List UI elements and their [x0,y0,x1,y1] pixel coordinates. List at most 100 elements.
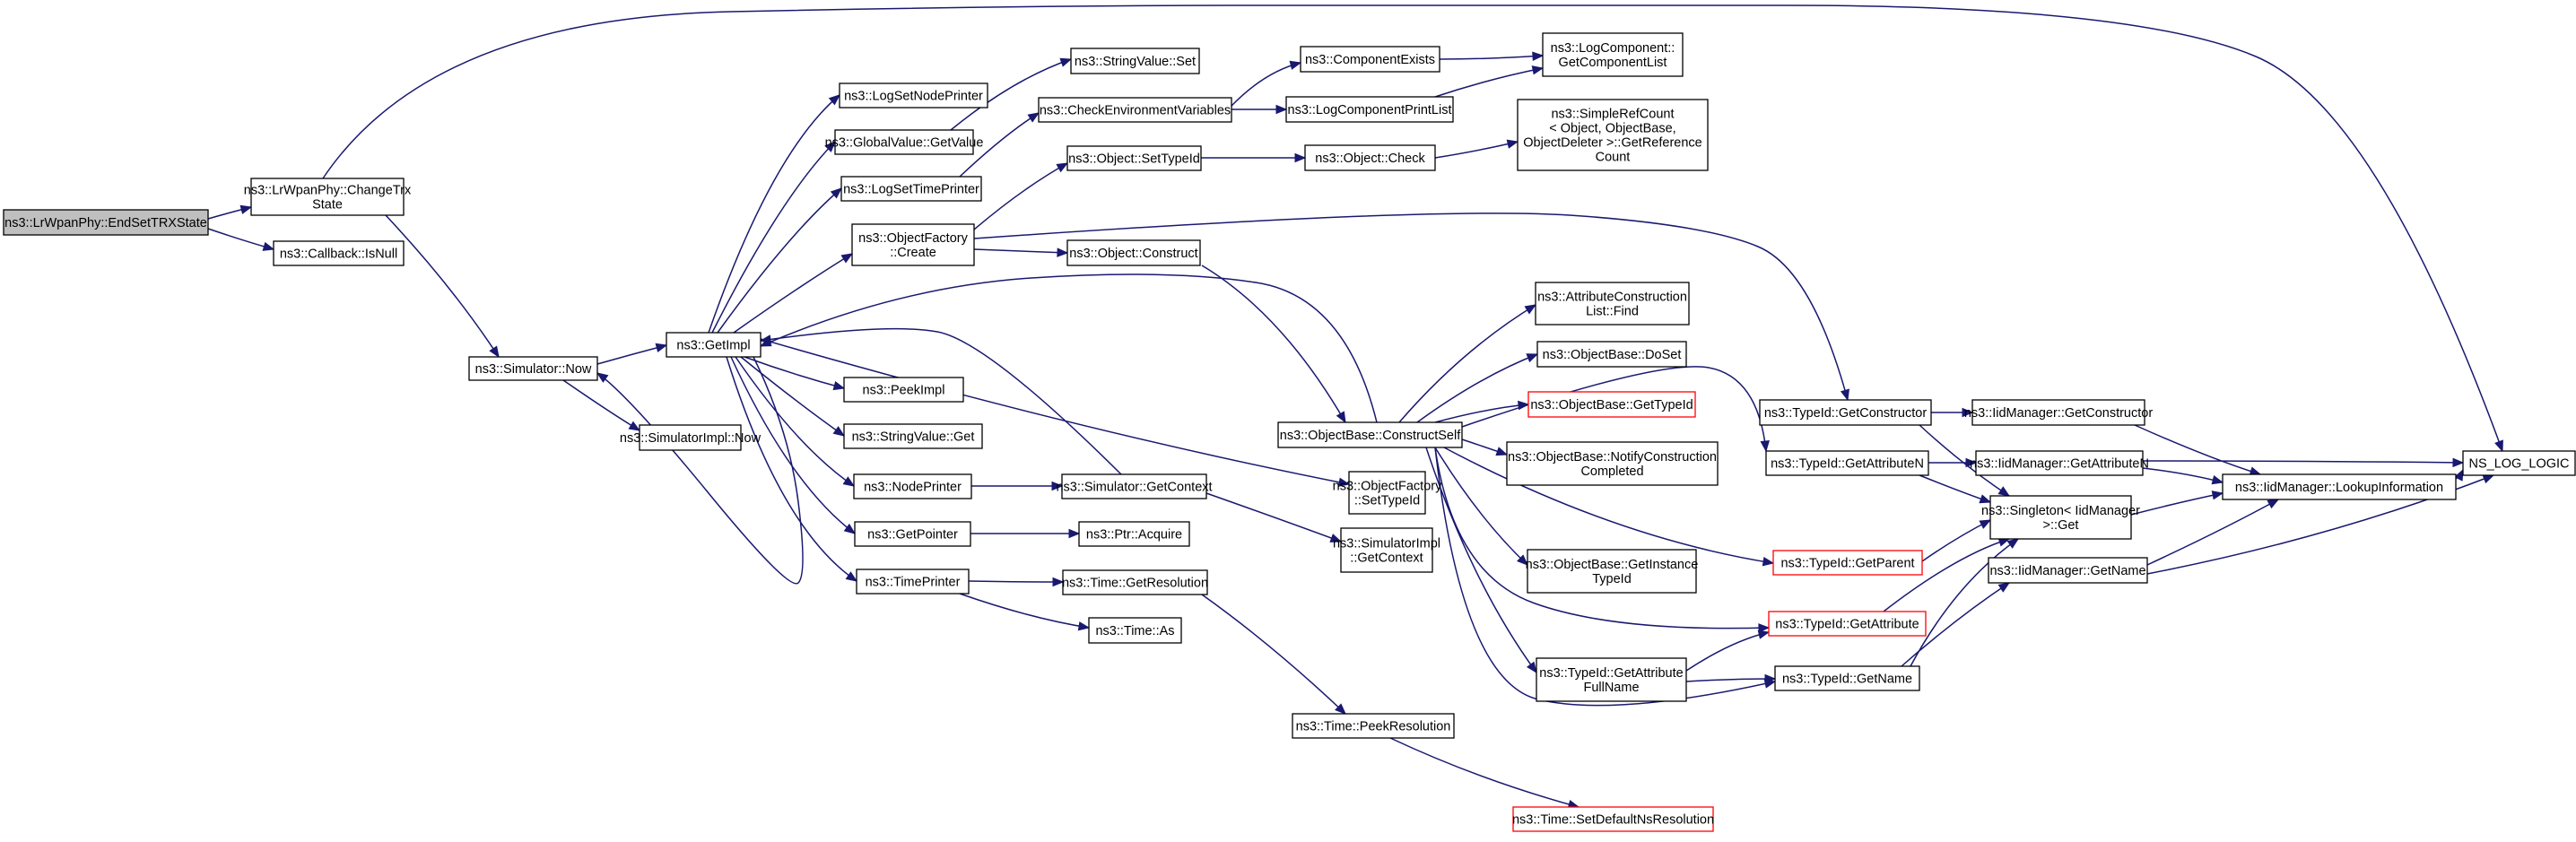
node-label: ns3::IidManager::GetName [1989,564,2145,578]
node-checkenv[interactable]: ns3::CheckEnvironmentVariables [1038,97,1232,123]
node-tidgetctor[interactable]: ns3::TypeId::GetConstructor [1759,399,1932,426]
node-svset[interactable]: ns3::StringValue::Set [1070,48,1200,74]
node-nodeprinter[interactable]: ns3::NodePrinter [853,473,972,499]
node-ofsettid[interactable]: ns3::ObjectFactory::SetTypeId [1333,471,1442,515]
node-label: NS_LOG_LOGIC [2468,457,2569,472]
edge-arrowhead [2482,474,2495,484]
node-tidgetattr[interactable]: ns3::TypeId::GetAttribute [1768,611,1927,637]
node-iidlookup[interactable]: ns3::IidManager::LookupInformation [2222,473,2457,500]
edge-iidgetattrn-to-nslog [2142,457,2465,468]
edge-arrowhead [1762,556,1775,567]
edge-arrowhead [832,426,846,437]
edge-tidgetname-to-iidgetname [1901,582,2011,667]
edge-tidgetattrfull-to-tidgetname [1685,673,1777,684]
edge-arrowhead [1289,60,1302,70]
edge-arrowhead [828,94,841,106]
node-obnotify[interactable]: ns3::ObjectBase::NotifyConstructionCompl… [1506,441,1719,486]
node-box [1988,557,2148,584]
node-iidgetattrn[interactable]: ns3::IidManager::GetAttributeN [1970,450,2149,476]
edge-getimpl-to-peekimpl [744,356,846,391]
node-label: ns3::IidManager::GetAttributeN [1970,457,2149,472]
node-tidgetparent[interactable]: ns3::TypeId::GetParent [1772,550,1923,576]
node-simplerefcount[interactable]: ns3::SimpleRefCount< Object, ObjectBase,… [1517,99,1709,171]
node-box [1061,473,1207,499]
node-simnow[interactable]: ns3::Simulator::Now [468,356,598,381]
node-svget[interactable]: ns3::StringValue::Get [843,423,983,449]
node-timesetdef[interactable]: ns3::Time::SetDefaultNsResolution [1512,806,1714,832]
node-box [1768,611,1927,637]
edge-arrowhead [596,372,609,383]
edge-singleton-to-iidlookup [2130,490,2224,516]
node-simgetctx[interactable]: ns3::Simulator::GetContext [1056,473,1213,499]
edge-line [2130,492,2224,516]
node-iidgetname[interactable]: ns3::IidManager::GetName [1988,557,2148,584]
node-objconstruct[interactable]: ns3::Object::Construct [1066,239,1201,266]
edge-getpointer-to-ptracquire [970,528,1081,539]
node-box [856,569,970,595]
node-cbnull[interactable]: ns3::Callback::IsNull [273,240,405,266]
edge-arrowhead [1997,486,2011,497]
edge-arrowhead [1532,51,1545,61]
node-getpointer[interactable]: ns3::GetPointer [854,521,971,547]
node-objsettid[interactable]: ns3::Object::SetTypeId [1066,145,1202,171]
node-logsetnode[interactable]: ns3::LogSetNodePrinter [839,82,988,109]
node-obdoset[interactable]: ns3::ObjectBase::DoSet [1536,341,1687,368]
edge-line [733,253,853,334]
node-logcompprint[interactable]: ns3::LogComponentPrintList [1285,96,1454,123]
node-logcompgetlist[interactable]: ns3::LogComponent::GetComponentList [1542,32,1684,77]
edge-timeprinter-to-timeas [959,593,1091,631]
node-compexists[interactable]: ns3::ComponentExists [1300,46,1440,73]
edge-line [1883,538,2010,612]
edge-arrowhead [2211,474,2224,485]
edge-arrowhead [628,421,641,431]
node-ptracquire[interactable]: ns3::Ptr::Acquire [1078,521,1190,547]
edge-arrowhead [832,380,846,391]
edge-line [1398,304,1536,423]
node-tidgetname[interactable]: ns3::TypeId::GetName [1774,665,1920,691]
edge-obconstructself-to-tidgetparent [1443,447,1775,567]
node-label: ns3::ObjectBase::GetTypeId [1530,398,1693,412]
edge-line [596,344,667,365]
node-obgettid[interactable]: ns3::ObjectBase::GetTypeId [1527,391,1696,418]
edge-arrowhead [1517,554,1528,566]
node-singleton[interactable]: ns3::Singleton< IidManager>::Get [1981,495,2140,540]
edge-line [760,273,1378,423]
node-obconstructself[interactable]: ns3::ObjectBase::ConstructSelf [1277,421,1463,448]
edge-root-to-cbnull [207,228,275,251]
edge-nodeprinter-to-simgetctx [970,481,1064,491]
node-simimplgetctx[interactable]: ns3::SimulatorImpl::GetContext [1333,527,1440,573]
node-objcheck[interactable]: ns3::Object::Check [1304,144,1436,171]
node-getimpl[interactable]: ns3::GetImpl [666,332,761,358]
node-label: ns3::TypeId::GetName [1782,673,1912,687]
node-box [853,473,972,499]
node-label: ns3::LogSetNodePrinter [844,90,983,104]
node-timegetres[interactable]: ns3::Time::GetResolution [1062,569,1208,595]
node-logsettime[interactable]: ns3::LogSetTimePrinter [840,176,982,202]
node-label: Completed [1580,464,1643,479]
node-label: ::SetTypeId [1354,494,1420,508]
node-timeas[interactable]: ns3::Time::As [1088,617,1182,644]
node-iidgetctor[interactable]: ns3::IidManager::GetConstructor [1964,399,2154,426]
edge-tidgetctor-to-iidgetctor [1930,407,1974,418]
node-peekimpl[interactable]: ns3::PeekImpl [843,377,964,403]
edge-chtrx-to-nslog [322,4,2503,453]
edge-line [1921,519,1991,562]
edge-checkenv-to-compexists [1231,60,1302,107]
edge-tidgetname-to-singleton [1910,538,2020,667]
node-timepeekres[interactable]: ns3::Time::PeekResolution [1292,713,1455,739]
node-timeprinter[interactable]: ns3::TimePrinter [856,569,970,595]
node-ofcreate[interactable]: ns3::ObjectFactory::Create [851,223,975,266]
node-simimplnow[interactable]: ns3::SimulatorImpl::Now [620,424,761,451]
node-nslog[interactable]: NS_LOG_LOGIC [2462,450,2576,476]
node-gvget[interactable]: ns3::GlobalValue::GetValue [825,129,984,155]
node-box [1759,399,1932,426]
edge-objcheck-to-simplerefcount [1434,139,1519,159]
edges-layer [207,4,2503,809]
edge-obconstructself-to-tidgetattr [1434,447,1771,633]
node-label: ns3::TypeId::GetAttribute [1539,666,1683,681]
node-tidgetattrn[interactable]: ns3::TypeId::GetAttributeN [1765,450,1929,476]
